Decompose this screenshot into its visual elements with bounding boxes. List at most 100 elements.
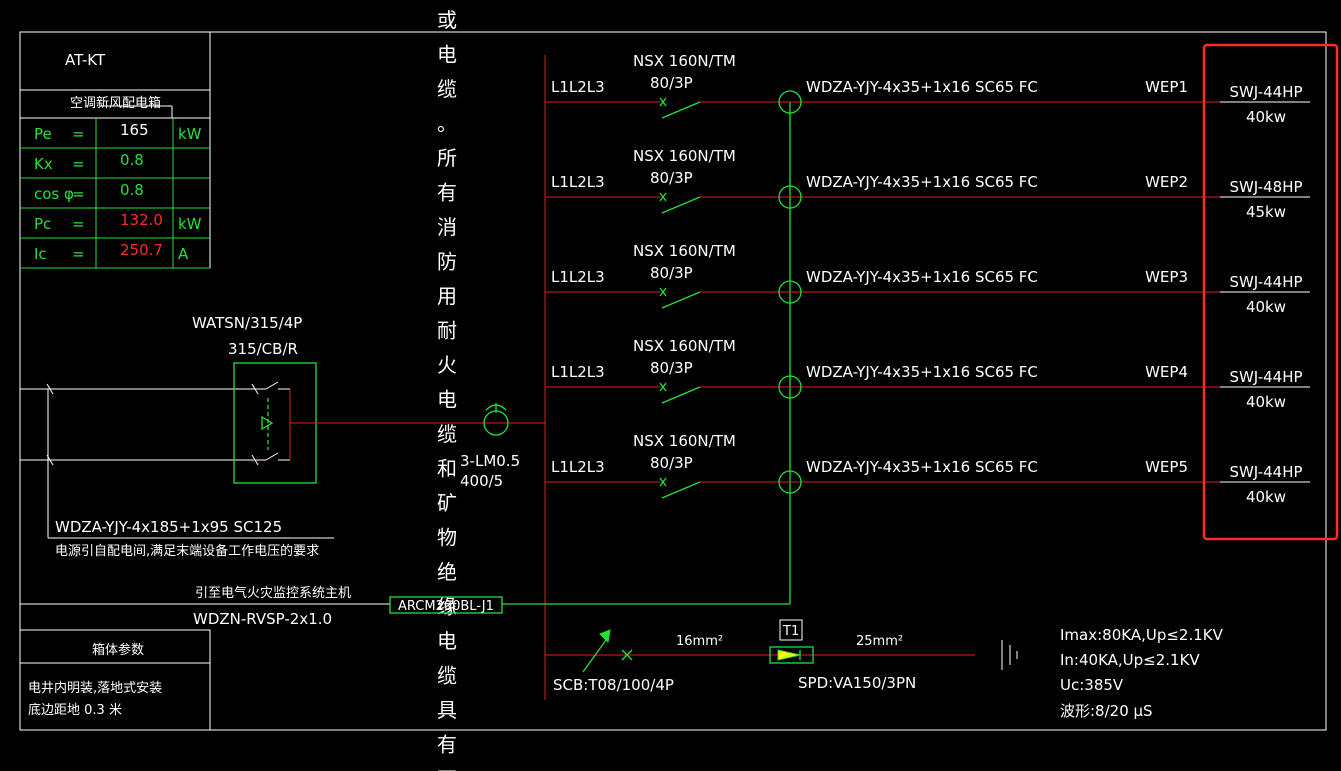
vertical-char: 消 — [437, 215, 457, 239]
circuit-phase: L1L2L3 — [551, 173, 605, 191]
circuit-breaker: NSX 160N/TM — [633, 337, 736, 355]
circuit-phase: L1L2L3 — [551, 458, 605, 476]
circuit-phase: L1L2L3 — [551, 268, 605, 286]
enclosure-line1: 电井内明装,落地式安装 — [28, 680, 162, 696]
panel-id: AT-KT — [65, 51, 106, 69]
vertical-char: 有 — [437, 733, 457, 757]
incoming-cable: WDZA-YJY-4x185+1x95 SC125 — [55, 518, 282, 536]
atse-switch: WATSN/315/4P 315/CB/R — [192, 314, 545, 484]
spd-spec-waveform: 波形:8/20 μS — [1060, 702, 1153, 720]
param-unit: kW — [178, 125, 202, 143]
param-eq: = — [72, 215, 85, 233]
fire-monitor-cable: WDZN-RVSP-2x1.0 — [193, 610, 332, 628]
load-power: 40kw — [1246, 108, 1286, 126]
incoming-note: 电源引自配电间,满足末端设备工作电压的要求 — [55, 543, 319, 559]
drawing-frame — [19, 31, 1327, 731]
vertical-char: 和 — [437, 457, 457, 481]
vertical-char: 。 — [437, 112, 457, 136]
circuit-rating: 80/3P — [650, 169, 693, 187]
param-eq: = — [72, 185, 85, 203]
param-value: 165 — [120, 121, 149, 139]
load-power: 40kw — [1246, 488, 1286, 506]
circuit-rating: 80/3P — [650, 264, 693, 282]
atse-model: WATSN/315/4P — [192, 314, 302, 332]
circuit-rating: 80/3P — [650, 359, 693, 377]
vertical-char: 具 — [437, 698, 457, 722]
highlight-box — [1202, 43, 1339, 541]
fire-monitor: 引至电气火灾监控系统主机 WDZN-RVSP-2x1.0 ARCM200BL-J… — [193, 585, 503, 628]
circuit-id: WEP3 — [1145, 268, 1188, 286]
load-power: 40kw — [1246, 393, 1286, 411]
spd-spec-in: In:40KA,Up≤2.1KV — [1060, 651, 1200, 669]
param-eq: = — [72, 245, 85, 263]
circuit-wep5: L1L2L3 NSX 160N/TM 80/3P WDZA-YJY-4x35+1x16… — [545, 432, 1310, 506]
vertical-char: 用 — [437, 284, 457, 308]
enclosure-line2: 底边距地 0.3 米 — [28, 702, 122, 718]
scb-model: SCB:T08/100/4P — [553, 676, 674, 694]
load-power: 40kw — [1246, 298, 1286, 316]
circuit-phase: L1L2L3 — [551, 363, 605, 381]
load-model: SWJ-44HP — [1229, 273, 1302, 291]
fire-monitor-device: ARCM200BL-J1 — [398, 599, 494, 614]
spd-wire2: 25mm² — [856, 634, 903, 649]
circuit-breaker: NSX 160N/TM — [633, 432, 736, 450]
ct-ratio: 400/5 — [460, 472, 503, 490]
vertical-char: 矿 — [437, 491, 457, 515]
vertical-char: 不 — [437, 767, 457, 771]
param-label: Pe — [34, 125, 52, 143]
param-label: Pc — [34, 215, 51, 233]
spd-spec-uc: Uc:385V — [1060, 676, 1124, 694]
spd-spec-imax: Imax:80KA,Up≤2.1KV — [1060, 626, 1224, 644]
param-label: Ic — [34, 245, 47, 263]
param-value: 0.8 — [120, 151, 144, 169]
enclosure-table: 箱体参数 电井内明装,落地式安装 底边距地 0.3 米 — [19, 629, 211, 731]
circuit-cable: WDZA-YJY-4x35+1x16 SC65 FC — [806, 173, 1038, 191]
vertical-char: 电 — [437, 43, 457, 67]
circuit-id: WEP5 — [1145, 458, 1188, 476]
load-power: 45kw — [1246, 203, 1286, 221]
vertical-char: 有 — [437, 181, 457, 205]
vertical-char: 电 — [437, 629, 457, 653]
circuit-id: WEP4 — [1145, 363, 1188, 381]
spd-wire1: 16mm² — [676, 634, 723, 649]
fire-monitor-label: 引至电气火灾监控系统主机 — [195, 585, 351, 601]
param-eq: = — [72, 125, 85, 143]
circuit-wep3: L1L2L3 NSX 160N/TM 80/3P WDZA-YJY-4x35+1x16… — [545, 242, 1310, 316]
vertical-char: 或 — [437, 8, 457, 32]
param-value: 132.0 — [120, 211, 163, 229]
circuit-cable: WDZA-YJY-4x35+1x16 SC65 FC — [806, 458, 1038, 476]
vertical-char: 防 — [437, 250, 457, 274]
circuit-cable: WDZA-YJY-4x35+1x16 SC65 FC — [806, 78, 1038, 96]
panel-name: 空调新风配电箱 — [70, 95, 161, 111]
circuit-phase: L1L2L3 — [551, 78, 605, 96]
param-value: 0.8 — [120, 181, 144, 199]
vertical-char: 电 — [437, 388, 457, 412]
vertical-char: 物 — [437, 526, 457, 550]
param-label: cos φ — [34, 185, 74, 203]
current-transformer: 3-LM0.5 400/5 — [460, 403, 520, 490]
circuit-cable: WDZA-YJY-4x35+1x16 SC65 FC — [806, 268, 1038, 286]
circuit-breaker: NSX 160N/TM — [633, 52, 736, 70]
circuit-rating: 80/3P — [650, 454, 693, 472]
vertical-char: 所 — [437, 146, 457, 170]
circuit-breaker: NSX 160N/TM — [633, 242, 736, 260]
param-eq: = — [72, 155, 85, 173]
param-label: Kx — [34, 155, 53, 173]
param-unit: kW — [178, 215, 202, 233]
vertical-char: 绝 — [437, 560, 457, 584]
atse-spec: 315/CB/R — [228, 340, 298, 358]
enclosure-title: 箱体参数 — [92, 642, 144, 658]
vertical-annotation: 或电缆。所有消防用耐火电缆和矿物绝缘电缆具有不 — [437, 8, 457, 771]
ct-model: 3-LM0.5 — [460, 452, 520, 470]
vertical-char: 缆 — [437, 422, 457, 446]
circuit-id: WEP2 — [1145, 173, 1188, 191]
spd-branch: SCB:T08/100/4P 16mm² 25mm² T1 SPD:VA150/… — [545, 619, 1224, 720]
load-model: SWJ-48HP — [1229, 178, 1302, 196]
vertical-char: 缆 — [437, 664, 457, 688]
